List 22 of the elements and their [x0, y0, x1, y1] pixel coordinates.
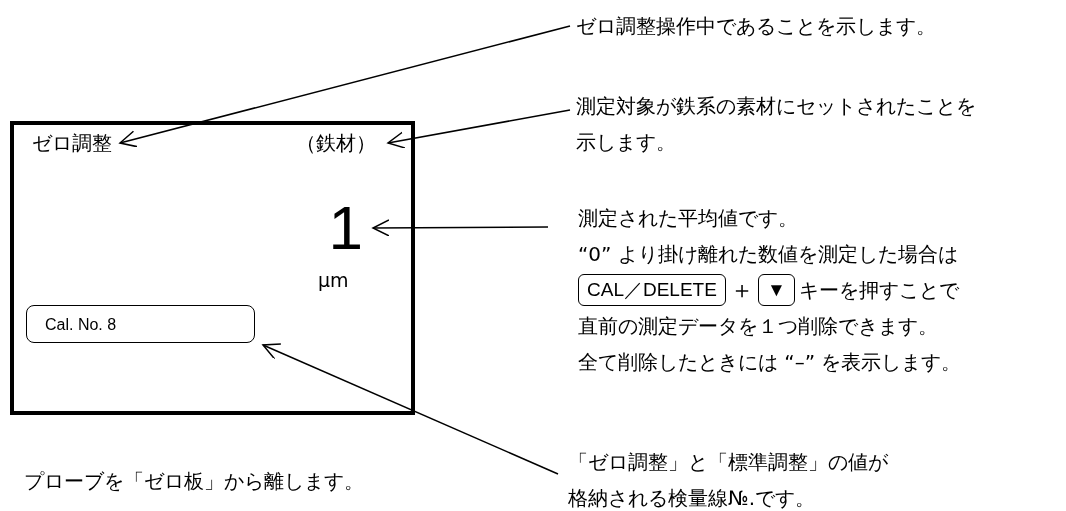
annotation-text: 測定対象が鉄系の素材にセットされたことを示します。 [576, 88, 988, 160]
leader-arrow [119, 25, 571, 148]
annotation-text: ゼロ調整操作中であることを示します。 [576, 8, 1046, 44]
annotation-text: キーを押すことで [798, 277, 959, 304]
display-screen [10, 121, 415, 415]
plus-sign: ＋ [729, 275, 754, 306]
unit-label: μm [318, 269, 349, 291]
leader-arrow [387, 109, 571, 149]
instruction-text: プローブを「ゼロ板」から離します。 [24, 468, 364, 495]
annotation-text: “0” より掛け離れた数値を測定した場合は [578, 241, 959, 268]
annotation-text: 全て削除したときには “–” を表示します。 [578, 349, 963, 376]
annotation-text: 「ゼロ調整」と「標準調整」の値が格納される検量線№.です。 [568, 444, 900, 511]
annotation-text: 測定された平均値です。 [578, 205, 799, 232]
annotation-text: 直前の測定データを１つ削除できます。 [578, 313, 939, 340]
leader-arrow [372, 219, 549, 237]
reading-value: 1 [328, 197, 363, 259]
leader-arrow [262, 343, 559, 475]
key-cap: ▼ [757, 274, 795, 306]
cal-number-display: Cal. No. 8 [26, 305, 255, 343]
mode-label: ゼロ調整 [32, 125, 112, 161]
material-label: （鉄材） [296, 125, 376, 161]
key-cap: CAL／DELETE [578, 274, 726, 306]
